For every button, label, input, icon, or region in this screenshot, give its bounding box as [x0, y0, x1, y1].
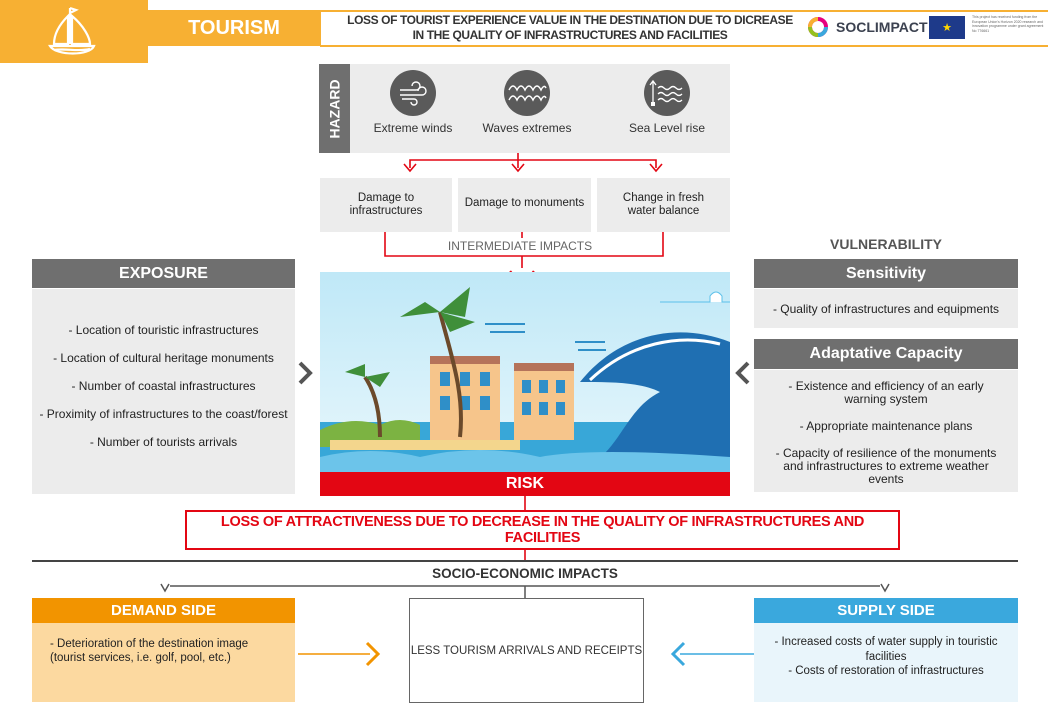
exposure-item: - Proximity of infrastructures to the co…	[39, 407, 288, 421]
central-impact-box: LESS TOURISM ARRIVALS AND RECEIPTS	[409, 598, 644, 703]
adaptive-item: - Appropriate maintenance plans	[799, 419, 973, 433]
brand-name: SOCLIMPACT	[836, 19, 928, 35]
wind-icon	[390, 70, 436, 116]
adaptive-capacity-header: Adaptative Capacity	[754, 339, 1018, 369]
exposure-item: - Number of tourists arrivals	[89, 435, 238, 449]
supply-item: - Costs of restoration of infrastructure…	[788, 665, 984, 677]
sea-level-icon	[644, 70, 690, 116]
demand-arrow-icon	[365, 641, 381, 667]
hazard-waves-extremes: Waves extremes	[467, 70, 587, 135]
supply-side-title: SUPPLY SIDE	[837, 602, 935, 619]
supply-item: - Increased costs of water supply in tou…	[774, 636, 998, 663]
impact-text: Damage to monuments	[464, 197, 585, 209]
hazard-label-text: Sea Level rise	[628, 121, 706, 135]
waves-icon	[504, 70, 550, 116]
sensitivity-list: - Quality of infrastructures and equipme…	[754, 289, 1018, 328]
impact-text: Damage to infrastructures	[349, 192, 423, 217]
exposure-header: EXPOSURE	[32, 259, 295, 288]
impact-text: Change in fresh water balance	[622, 192, 705, 217]
sailboat-icon	[48, 6, 96, 55]
eu-flag: ★	[929, 16, 965, 39]
exposure-item: - Location of cultural heritage monument…	[53, 351, 274, 365]
hazard-label-text: Waves extremes	[482, 121, 572, 135]
exposure-item: - Number of coastal infrastructures	[71, 379, 256, 393]
adaptive-item: - Capacity of resilience of the monument…	[775, 446, 997, 486]
exposure-item: - Location of touristic infrastructures	[68, 323, 259, 337]
demand-item: - Deterioration of the destination image…	[50, 638, 249, 664]
central-impact-text: LESS TOURISM ARRIVALS AND RECEIPTS	[410, 644, 643, 657]
sensitivity-header: Sensitivity	[754, 259, 1018, 288]
risk-scene-illustration	[320, 272, 730, 472]
sector-label: TOURISM	[188, 16, 280, 39]
sensitivity-title: Sensitivity	[845, 264, 927, 282]
vulnerability-chevron-icon	[735, 361, 750, 385]
impact-damage-infrastructures: Damage to infrastructures	[320, 178, 452, 232]
sensitivity-item: - Quality of infrastructures and equipme…	[772, 301, 1000, 316]
demand-side-header: DEMAND SIDE	[32, 598, 295, 623]
risk-bar: RISK	[320, 472, 730, 496]
sector-title: TOURISM	[148, 10, 320, 46]
hazard-label-text: Extreme winds	[373, 121, 453, 135]
supply-side-body: - Increased costs of water supply in tou…	[754, 623, 1018, 702]
exposure-list: - Location of touristic infrastructures …	[32, 289, 295, 494]
exposure-chevron-icon	[298, 361, 313, 385]
hazard-label-bar: HAZARD	[319, 64, 350, 153]
soclimpact-ring-icon	[808, 17, 828, 37]
demand-side-body: - Deterioration of the destination image…	[32, 623, 295, 702]
eu-funding-note: This project has received funding from t…	[972, 15, 1044, 33]
impact-damage-monuments: Damage to monuments	[458, 178, 591, 232]
exposure-title: EXPOSURE	[119, 264, 208, 282]
supply-side-header: SUPPLY SIDE	[754, 598, 1018, 623]
adaptive-capacity-title: Adaptative Capacity	[809, 345, 963, 362]
hazard-extreme-winds: Extreme winds	[353, 70, 473, 135]
socio-economic-label: SOCIO-ECONOMIC IMPACTS	[400, 566, 650, 581]
impact-fresh-water: Change in fresh water balance	[597, 178, 730, 232]
risk-outcome-box: LOSS OF ATTRACTIVENESS DUE TO DECREASE I…	[185, 510, 900, 550]
intermediate-impacts-label: INTERMEDIATE IMPACTS	[420, 239, 620, 253]
vulnerability-label: VULNERABILITY	[830, 236, 942, 252]
risk-label: RISK	[505, 475, 545, 492]
supply-arrow-icon	[670, 641, 686, 667]
adaptive-capacity-list: - Existence and efficiency of an early w…	[754, 370, 1018, 492]
demand-side-title: DEMAND SIDE	[110, 602, 216, 619]
title-box	[320, 10, 1048, 47]
title-line-1: LOSS OF TOURIST EXPERIENCE VALUE IN THE …	[347, 13, 793, 27]
hazard-sea-level-rise: Sea Level rise	[607, 70, 727, 135]
title-line-2: IN THE QUALITY OF INFRASTRUCTURES AND FA…	[412, 28, 728, 42]
adaptive-item: - Existence and efficiency of an early w…	[788, 379, 984, 406]
sector-logo	[0, 0, 148, 63]
page-title: LOSS OF TOURIST EXPERIENCE VALUE IN THE …	[330, 13, 810, 43]
risk-outcome-text: LOSS OF ATTRACTIVENESS DUE TO DECREASE I…	[220, 514, 865, 546]
soclimpact-logo: SOCLIMPACT	[806, 15, 928, 39]
